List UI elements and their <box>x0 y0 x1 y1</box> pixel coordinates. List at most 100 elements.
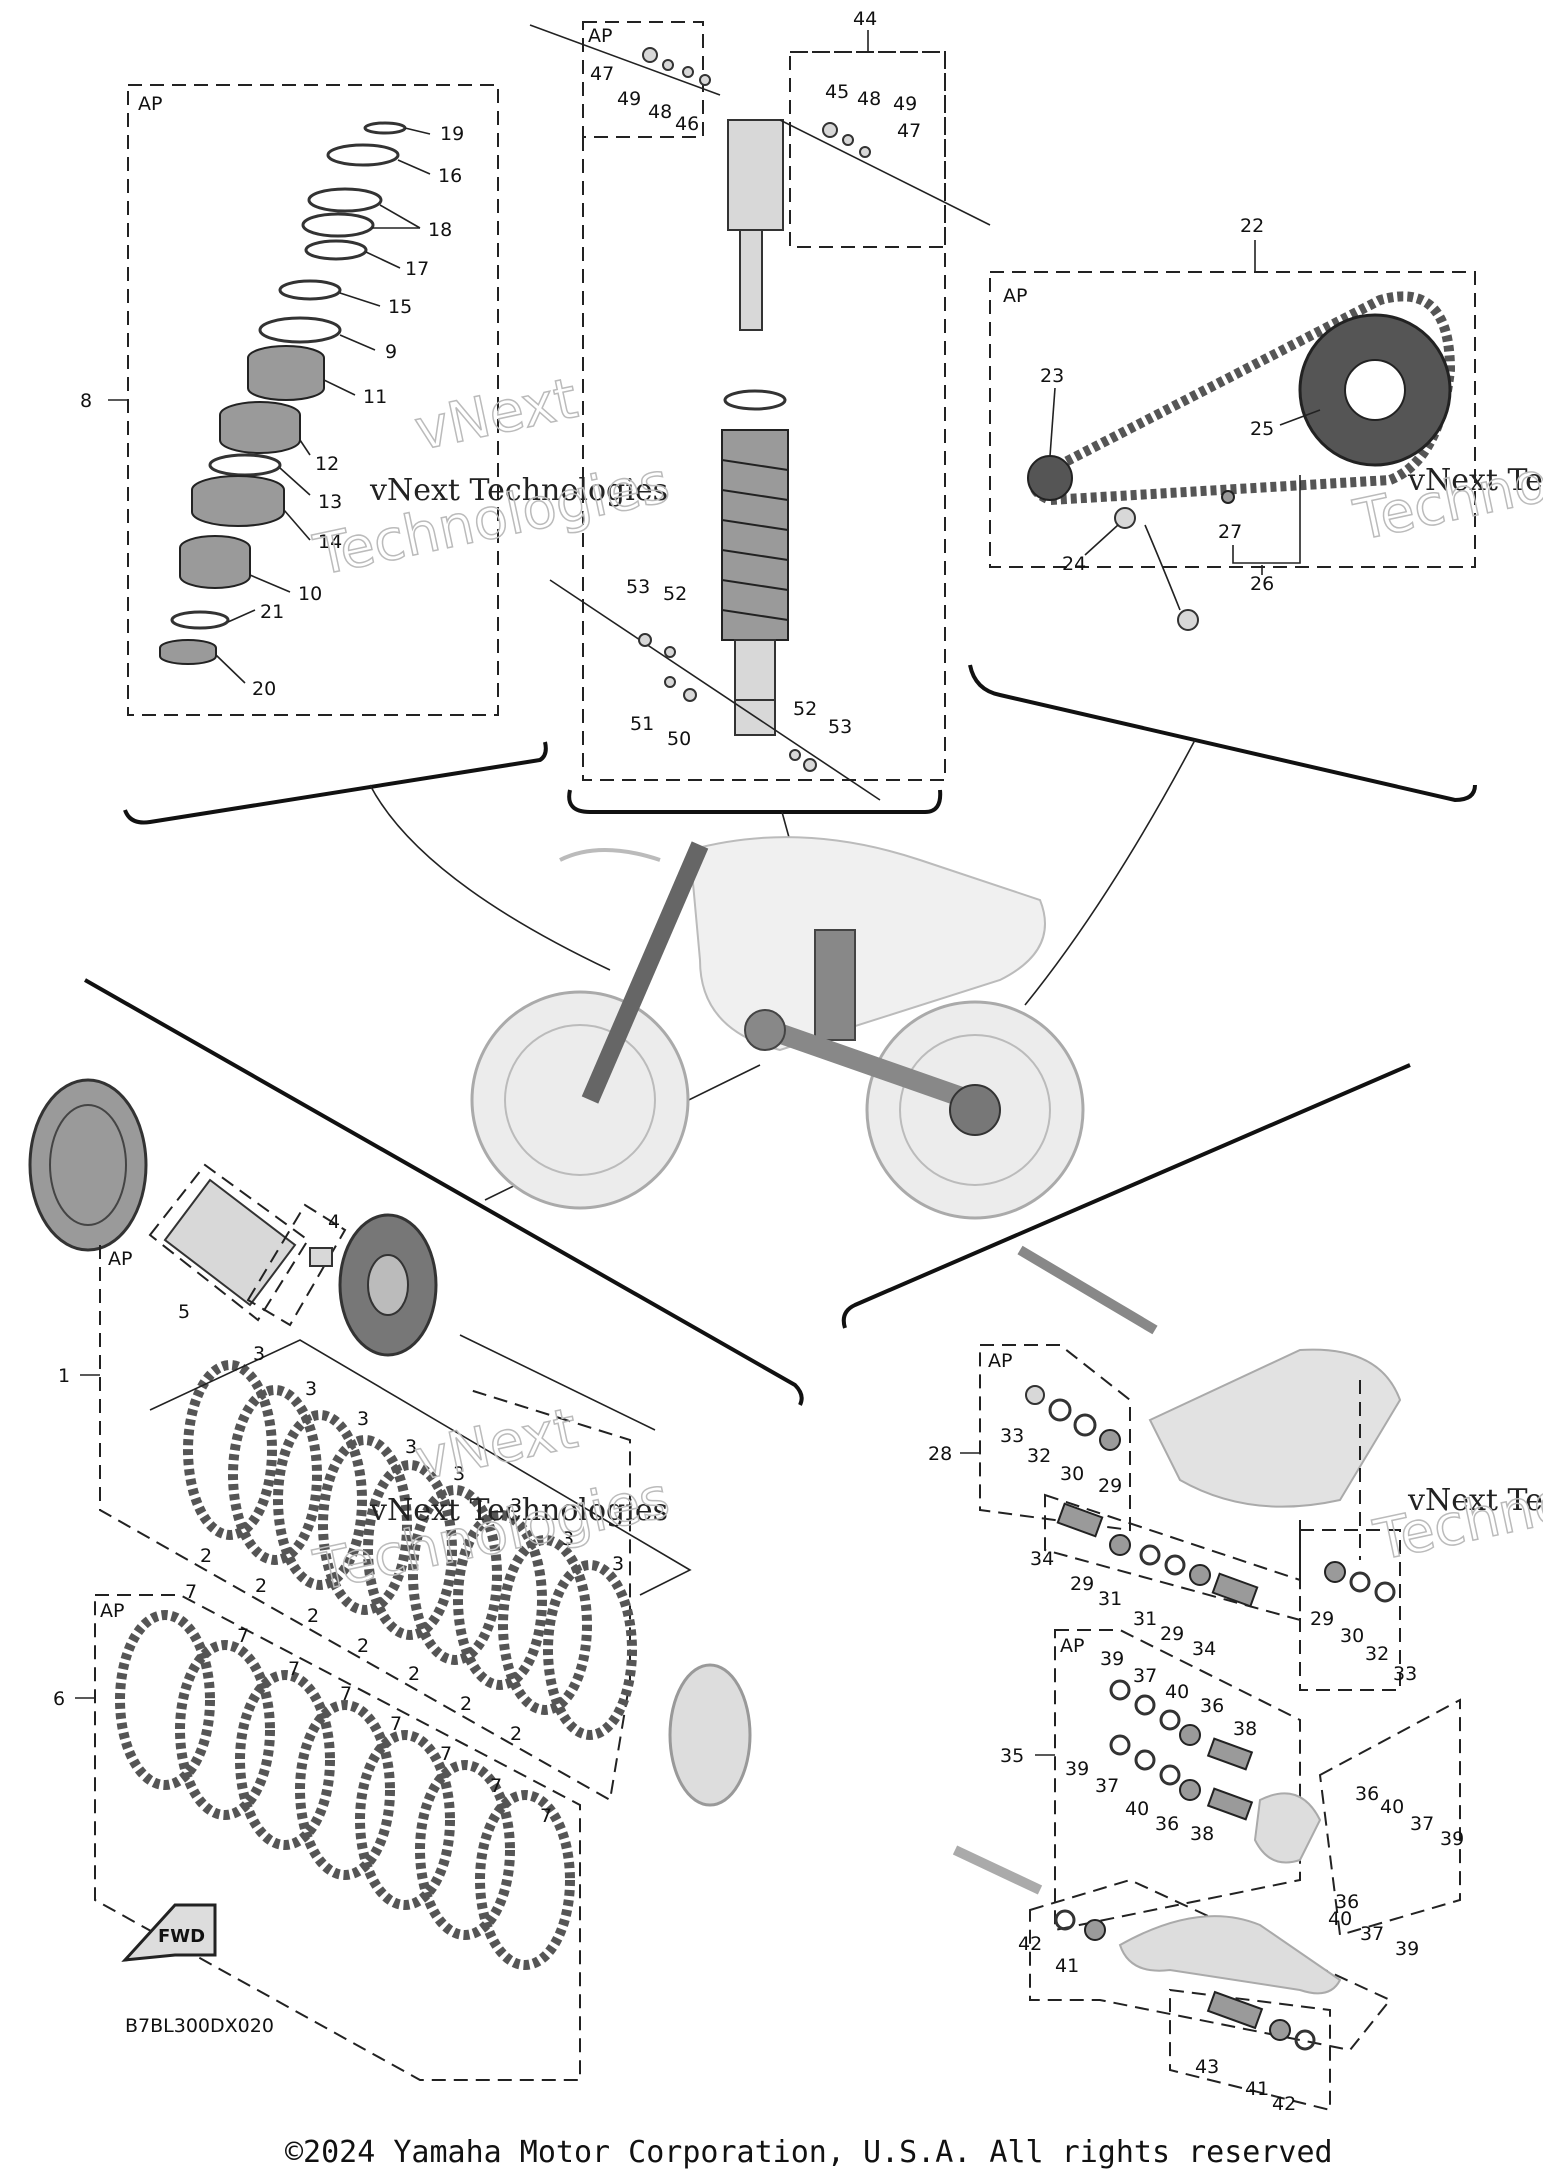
callout-37[interactable]: 37 <box>1410 1813 1434 1835</box>
callout-21[interactable]: 21 <box>260 601 284 623</box>
callout-41[interactable]: 41 <box>1245 2078 1269 2100</box>
callout-29[interactable]: 29 <box>1160 1623 1184 1645</box>
callout-7[interactable]: 7 <box>390 1713 402 1735</box>
callout-41[interactable]: 41 <box>1055 1955 1079 1977</box>
callout-26[interactable]: 26 <box>1250 573 1274 595</box>
callout-17[interactable]: 17 <box>405 258 429 280</box>
callout-48[interactable]: 48 <box>648 101 672 123</box>
callout-34[interactable]: 34 <box>1030 1548 1054 1570</box>
callout-40[interactable]: 40 <box>1328 1908 1352 1930</box>
callout-7[interactable]: 7 <box>237 1625 249 1647</box>
callout-37[interactable]: 37 <box>1360 1923 1384 1945</box>
callout-48[interactable]: 48 <box>857 88 881 110</box>
callout-30[interactable]: 30 <box>1060 1463 1084 1485</box>
callout-2[interactable]: 2 <box>357 1635 369 1657</box>
callout-7[interactable]: 7 <box>540 1805 552 1827</box>
callout-13[interactable]: 13 <box>318 491 342 513</box>
callout-53[interactable]: 53 <box>828 716 852 738</box>
callout-36[interactable]: 36 <box>1335 1891 1359 1913</box>
callout-51[interactable]: 51 <box>630 713 654 735</box>
callout-37[interactable]: 37 <box>1095 1775 1119 1797</box>
callout-5[interactable]: 5 <box>178 1301 190 1323</box>
callout-28[interactable]: 28 <box>928 1443 952 1465</box>
callout-44[interactable]: 44 <box>853 8 877 30</box>
callout-39[interactable]: 39 <box>1395 1938 1419 1960</box>
callout-19[interactable]: 19 <box>440 123 464 145</box>
callout-39[interactable]: 39 <box>1100 1648 1124 1670</box>
callout-15[interactable]: 15 <box>388 296 412 318</box>
callout-36[interactable]: 36 <box>1355 1783 1379 1805</box>
callout-46[interactable]: 46 <box>675 113 699 135</box>
callout-23[interactable]: 23 <box>1040 365 1064 387</box>
callout-3[interactable]: 3 <box>357 1408 369 1430</box>
callout-16[interactable]: 16 <box>438 165 462 187</box>
callout-20[interactable]: 20 <box>252 678 276 700</box>
callout-22[interactable]: 22 <box>1240 215 1264 237</box>
callout-31[interactable]: 31 <box>1098 1588 1122 1610</box>
callout-32[interactable]: 32 <box>1365 1643 1389 1665</box>
callout-53[interactable]: 53 <box>626 576 650 598</box>
callout-24[interactable]: 24 <box>1062 553 1086 575</box>
callout-2[interactable]: 2 <box>408 1663 420 1685</box>
callout-2[interactable]: 2 <box>200 1545 212 1567</box>
callout-37[interactable]: 37 <box>1133 1665 1157 1687</box>
callout-50[interactable]: 50 <box>667 728 691 750</box>
callout-49[interactable]: 49 <box>617 88 641 110</box>
callout-6[interactable]: 6 <box>53 1688 65 1710</box>
callout-38[interactable]: 38 <box>1233 1718 1257 1740</box>
callout-3[interactable]: 3 <box>510 1495 522 1517</box>
callout-7[interactable]: 7 <box>490 1775 502 1797</box>
callout-40[interactable]: 40 <box>1125 1798 1149 1820</box>
callout-47[interactable]: 47 <box>590 63 614 85</box>
callout-14[interactable]: 14 <box>318 531 342 553</box>
callout-29[interactable]: 29 <box>1310 1608 1334 1630</box>
callout-42[interactable]: 42 <box>1018 1933 1042 1955</box>
callout-36[interactable]: 36 <box>1155 1813 1179 1835</box>
callout-2[interactable]: 2 <box>460 1693 472 1715</box>
callout-32[interactable]: 32 <box>1027 1445 1051 1467</box>
callout-27[interactable]: 27 <box>1218 521 1242 543</box>
callout-3[interactable]: 3 <box>612 1553 624 1575</box>
callout-9[interactable]: 9 <box>385 341 397 363</box>
callout-2[interactable]: 2 <box>307 1605 319 1627</box>
callout-52[interactable]: 52 <box>793 698 817 720</box>
callout-3[interactable]: 3 <box>453 1463 465 1485</box>
callout-4[interactable]: 4 <box>328 1211 340 1233</box>
callout-29[interactable]: 29 <box>1070 1573 1094 1595</box>
callout-18[interactable]: 18 <box>428 219 452 241</box>
callout-11[interactable]: 11 <box>363 386 387 408</box>
callout-45[interactable]: 45 <box>825 81 849 103</box>
callout-39[interactable]: 39 <box>1065 1758 1089 1780</box>
callout-7[interactable]: 7 <box>440 1743 452 1765</box>
callout-33[interactable]: 33 <box>1000 1425 1024 1447</box>
callout-7[interactable]: 7 <box>340 1683 352 1705</box>
callout-47[interactable]: 47 <box>897 120 921 142</box>
callout-12[interactable]: 12 <box>315 453 339 475</box>
callout-49[interactable]: 49 <box>893 93 917 115</box>
callout-35[interactable]: 35 <box>1000 1745 1024 1767</box>
callout-29[interactable]: 29 <box>1098 1475 1122 1497</box>
callout-7[interactable]: 7 <box>185 1581 197 1603</box>
callout-3[interactable]: 3 <box>405 1436 417 1458</box>
callout-25[interactable]: 25 <box>1250 418 1274 440</box>
callout-40[interactable]: 40 <box>1165 1681 1189 1703</box>
callout-1[interactable]: 1 <box>58 1365 70 1387</box>
callout-36[interactable]: 36 <box>1200 1695 1224 1717</box>
callout-52[interactable]: 52 <box>663 583 687 605</box>
callout-39[interactable]: 39 <box>1440 1828 1464 1850</box>
callout-3[interactable]: 3 <box>562 1528 574 1550</box>
callout-40[interactable]: 40 <box>1380 1796 1404 1818</box>
callout-30[interactable]: 30 <box>1340 1625 1364 1647</box>
callout-42[interactable]: 42 <box>1272 2093 1296 2115</box>
callout-2[interactable]: 2 <box>510 1723 522 1745</box>
callout-38[interactable]: 38 <box>1190 1823 1214 1845</box>
callout-3[interactable]: 3 <box>305 1378 317 1400</box>
callout-10[interactable]: 10 <box>298 583 322 605</box>
callout-2[interactable]: 2 <box>255 1575 267 1597</box>
callout-43[interactable]: 43 <box>1195 2056 1219 2078</box>
callout-33[interactable]: 33 <box>1393 1663 1417 1685</box>
callout-34[interactable]: 34 <box>1192 1638 1216 1660</box>
callout-8[interactable]: 8 <box>80 390 92 412</box>
callout-3[interactable]: 3 <box>253 1343 265 1365</box>
callout-7[interactable]: 7 <box>288 1658 300 1680</box>
